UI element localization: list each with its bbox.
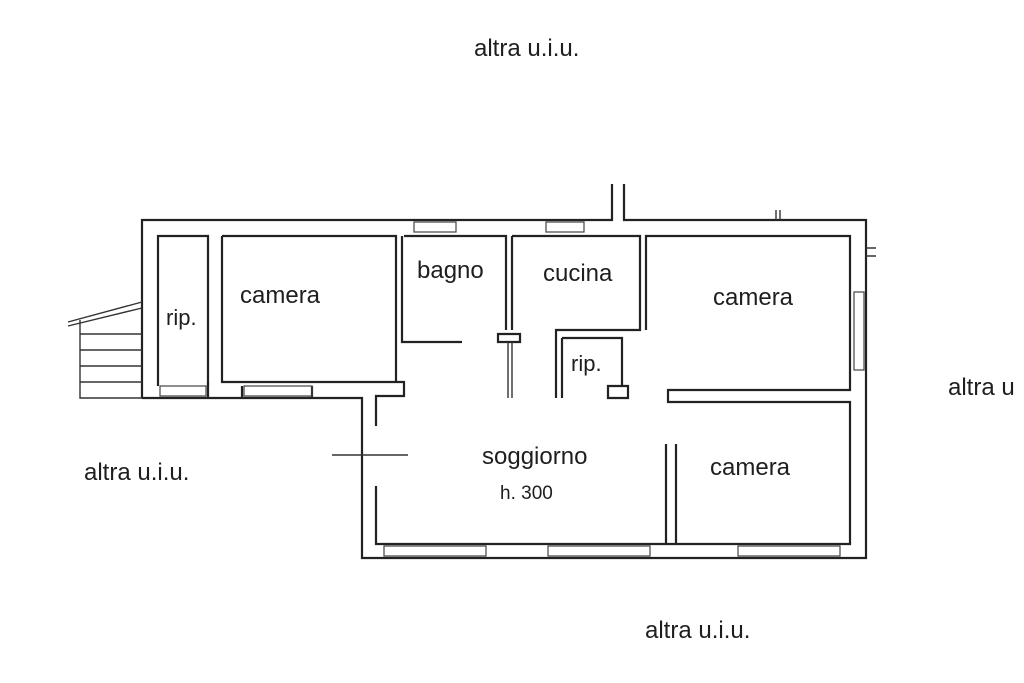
room-label-bagno: bagno [417,257,484,284]
room-label-soggiorno: soggiorno [482,443,588,470]
exterior-walls [140,184,868,560]
room-label-rip-center: rip. [571,351,602,376]
room-label-rip-left: rip. [166,305,197,330]
interior-walls [206,234,678,544]
neighbor-label-right: altra u [948,374,1015,401]
room-label-camera-right-bottom: camera [710,454,791,481]
windows [159,221,865,557]
neighbor-label-bottom: altra u.i.u. [645,617,751,644]
external-stair [67,301,143,399]
entrance-mark [332,210,876,456]
neighbor-label-left: altra u.i.u. [84,459,190,486]
room-label-camera-right-top: camera [713,284,794,311]
room-label-cucina: cucina [543,260,613,287]
room-label-camera-left: camera [240,282,321,309]
room-height-label: h. 300 [500,483,553,504]
neighbor-label-top: altra u.i.u. [474,35,580,62]
